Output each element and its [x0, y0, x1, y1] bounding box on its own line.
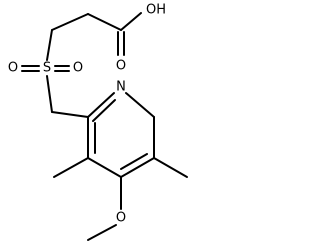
- bond-c5-c4-a: [120, 157, 155, 178]
- bond-c3-methyl: [53, 157, 89, 178]
- bond-o-methyl: [87, 224, 117, 241]
- bond-c5-c4-b: [120, 153, 148, 170]
- sulfonyl-oxygen-right-label: O: [73, 61, 83, 76]
- molecule-structure-diagram: OH O S O O N O: [8, 3, 188, 241]
- sulfonyl-oxygen-left-label: O: [8, 61, 18, 76]
- bond-ch2-ring-c2: [51, 111, 89, 118]
- ring-nitrogen-label: N: [116, 80, 126, 95]
- sulfur-label: S: [43, 61, 51, 76]
- bond-oh-c: [120, 12, 142, 31]
- hydroxyl-label: OH: [146, 3, 166, 18]
- bond-ch2-ch2: [51, 13, 89, 31]
- ring-substituents: [53, 157, 188, 241]
- pyridine-ring: [87, 92, 155, 178]
- bond-ch2-s: [46, 29, 53, 61]
- bond-n-c6: [125, 92, 155, 118]
- bond-c5-methyl: [153, 157, 188, 178]
- carbonyl-oxygen-label: O: [116, 59, 126, 74]
- bond-c2-n-b: [92, 99, 116, 122]
- carboxylic-acid-chain: [46, 12, 142, 61]
- ether-oxygen-label: O: [116, 211, 126, 226]
- bond-c2-n-a: [87, 92, 115, 118]
- sulfonyl-group: [21, 65, 70, 113]
- bond-s-ch2: [46, 75, 53, 113]
- methylene-linker: [51, 111, 89, 118]
- bond-c4-c3: [87, 157, 122, 178]
- bond-carboxyl-c-ch2: [87, 13, 122, 31]
